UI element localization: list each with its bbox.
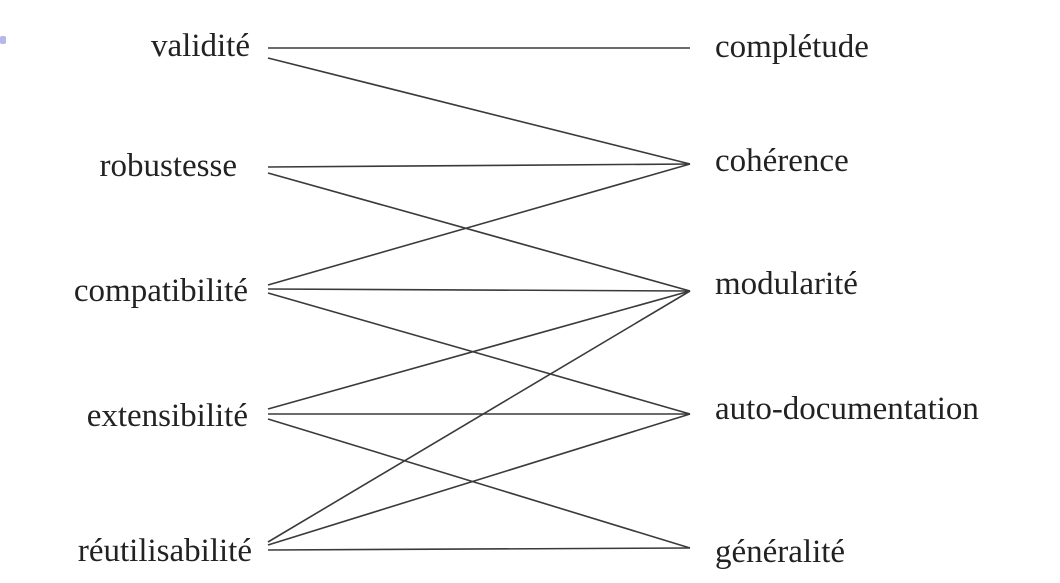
node-extensibilite: extensibilité [86, 398, 248, 434]
node-validite: validité [151, 28, 250, 64]
edge-compatibilite-modularite [267, 288, 691, 292]
edges-group [267, 47, 691, 551]
node-completude: complétude [715, 29, 869, 65]
edge-compatibilite-coherence [267, 163, 691, 286]
edge-robustesse-modularite [267, 172, 691, 292]
node-robustesse: robustesse [99, 148, 237, 184]
edge-reutilisabilite-generalite [267, 547, 691, 551]
edge-compatibilite-autodoc [267, 292, 691, 415]
node-reutilisabilite: réutilisabilité [77, 533, 252, 569]
edge-reutilisabilite-autodoc [267, 413, 691, 546]
node-autodoc: auto-documentation [715, 391, 979, 427]
edge-validite-coherence [267, 57, 691, 165]
node-coherence: cohérence [715, 143, 849, 179]
node-modularite: modularité [715, 266, 858, 302]
edge-reutilisabilite-modularite [267, 290, 691, 543]
edge-extensibilite-modularite [267, 290, 691, 410]
scan-mark [0, 36, 6, 44]
edge-robustesse-coherence [267, 163, 691, 168]
node-generalite: généralité [715, 534, 846, 570]
edge-extensibilite-generalite [267, 418, 691, 549]
node-compatibilite: compatibilité [73, 273, 248, 309]
